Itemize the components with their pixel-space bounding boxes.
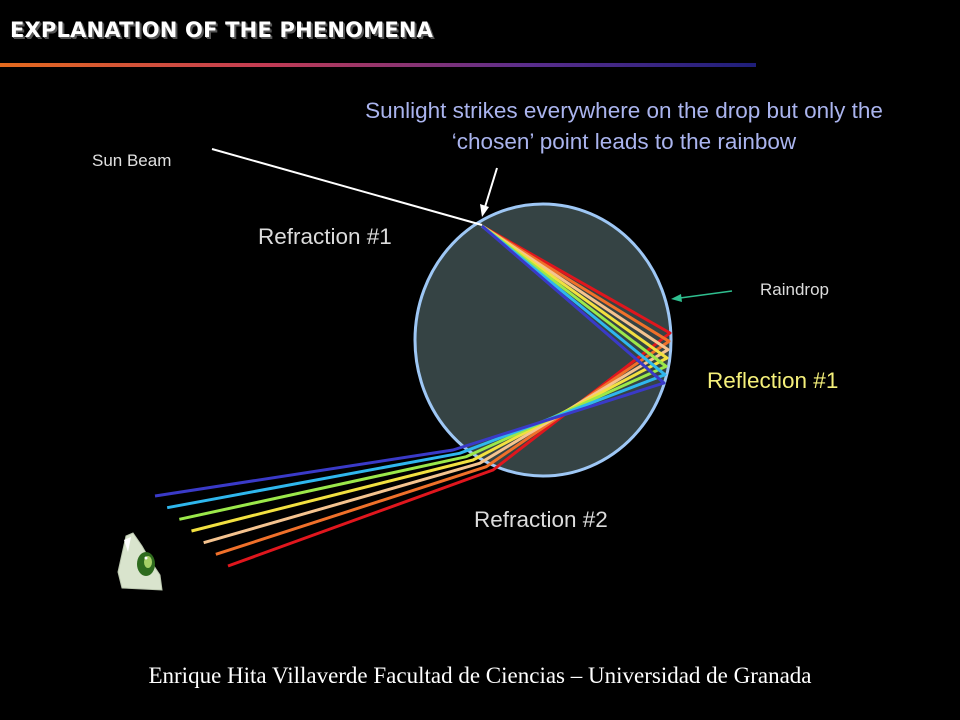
eye-icon (117, 532, 163, 591)
spectrum-rays (154, 224, 672, 568)
spectrum-ray (154, 224, 666, 498)
slide-title: EXPLANATION OF THE PHENOMENA (10, 18, 434, 42)
headline-caption: Sunlight strikes everywhere on the drop … (365, 98, 883, 154)
raindrop-circle (413, 202, 673, 478)
reflection-1-label: Reflection #1 (707, 368, 839, 393)
sun-beam-ray (211, 148, 483, 226)
sun-beam-label: Sun Beam (92, 151, 172, 170)
refraction-1-label: Refraction #1 (258, 224, 392, 249)
title-underline (0, 63, 756, 67)
entry-point-arrow (480, 167, 498, 217)
refraction-2-label: Refraction #2 (474, 507, 608, 532)
raindrop-arrow (671, 290, 733, 302)
credit-footer: Enrique Hita Villaverde Facultad de Cien… (148, 663, 812, 688)
raindrop-label: Raindrop (760, 280, 829, 299)
